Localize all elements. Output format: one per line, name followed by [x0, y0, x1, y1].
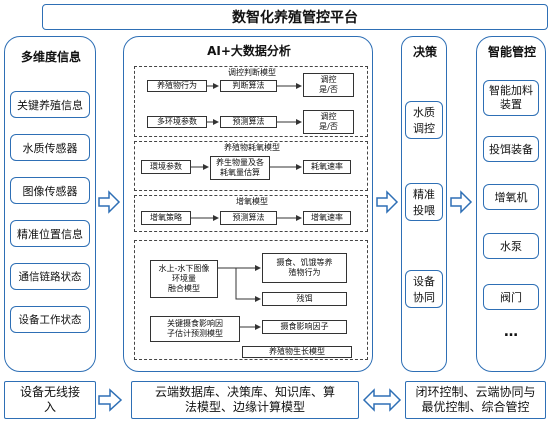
env-params-box: 多环境参数 — [147, 116, 207, 128]
cloud-database-box: 云端数据库、决策库、知识库、算 法模型、边缘计算模型 — [131, 381, 359, 419]
left-item-device-status: 设备工作状态 — [10, 306, 90, 333]
fish-behavior-box: 养殖物行为 — [147, 80, 207, 92]
left-item-image-sensor: 图像传感器 — [10, 177, 90, 204]
feeding-factor-model-box: 关键摄食影响因 子估计预测模型 — [150, 316, 240, 342]
image-fusion-model-box: 水上-水下图像 环境量 融合模型 — [150, 260, 218, 298]
judge-algo-box: 判断算法 — [220, 80, 277, 92]
left-item-water-sensor: 水质传感器 — [10, 134, 90, 161]
title-bar: 数智化养殖管控平台 — [42, 4, 548, 30]
control-model-title: 调控判断模型 — [228, 68, 276, 77]
oxygen-strategy-box: 增氧策略 — [141, 211, 191, 225]
regulate-yn-box-2: 调控 是/否 — [303, 110, 354, 134]
oxygen-rate-box: 增氧速率 — [303, 211, 351, 225]
consumption-rate-box: 耗氧速率 — [303, 160, 351, 174]
arrow-fusion-to-residual — [235, 268, 261, 302]
wireless-access-box: 设备无线接 入 — [4, 381, 96, 419]
page-title: 数智化养殖管控平台 — [232, 10, 358, 26]
feeding-behavior-box: 摄食、饥饿等养 殖物行为 — [262, 253, 347, 283]
closed-loop-control-box: 闭环控制、云端协同与 最优控制、综合管控 — [405, 381, 546, 419]
smart-item-valve: 阀门 — [483, 284, 539, 310]
predict-algo-box-2: 预测算法 — [220, 211, 277, 225]
big-arrow-wireless-to-cloud — [98, 388, 123, 412]
double-arrow-cloud-control — [362, 388, 402, 412]
big-arrow-left-to-ai — [98, 190, 121, 214]
smart-item-feeder-device: 智能加料 装置 — [483, 80, 539, 116]
ai-analysis-header: AI+大数据分析 — [207, 44, 291, 58]
smart-item-aerator: 增氧机 — [483, 184, 539, 210]
smart-item-pump: 水泵 — [483, 233, 539, 259]
left-item-key-info: 关键养殖信息 — [10, 91, 90, 118]
regulate-yn-box-1: 调控 是/否 — [303, 73, 354, 97]
decision-device-coop: 设备 协同 — [405, 270, 443, 308]
decision-header: 决策 — [412, 45, 437, 59]
oxygen-model-title: 增氧模型 — [236, 197, 268, 206]
decision-water-quality: 水质 调控 — [405, 101, 443, 139]
big-arrow-decision-to-smart — [450, 190, 473, 214]
environment-params-box: 環境参数 — [141, 160, 191, 174]
predict-algo-box-1: 预测算法 — [220, 116, 277, 128]
smart-item-more: … — [504, 324, 518, 340]
consumption-model-title: 养殖物耗氧模型 — [224, 143, 280, 152]
growth-model-box: 养殖物生长模型 — [242, 346, 352, 358]
multi-info-header: 多维度信息 — [20, 50, 81, 64]
smart-control-header: 智能管控 — [487, 45, 536, 59]
left-item-link-status: 通信链路状态 — [10, 263, 90, 290]
feeding-factor-box: 摄食影响因子 — [262, 320, 347, 334]
smart-item-bait-equipment: 投饵装备 — [483, 136, 539, 162]
biomass-estimate-box: 养生物量及各 耗氧量估算 — [210, 156, 270, 180]
decision-precise-feeding: 精准 投喂 — [405, 183, 443, 221]
big-arrow-ai-to-decision — [376, 190, 399, 214]
left-item-position-info: 精准位置信息 — [10, 220, 90, 247]
residual-feed-box: 残饵 — [262, 292, 347, 306]
